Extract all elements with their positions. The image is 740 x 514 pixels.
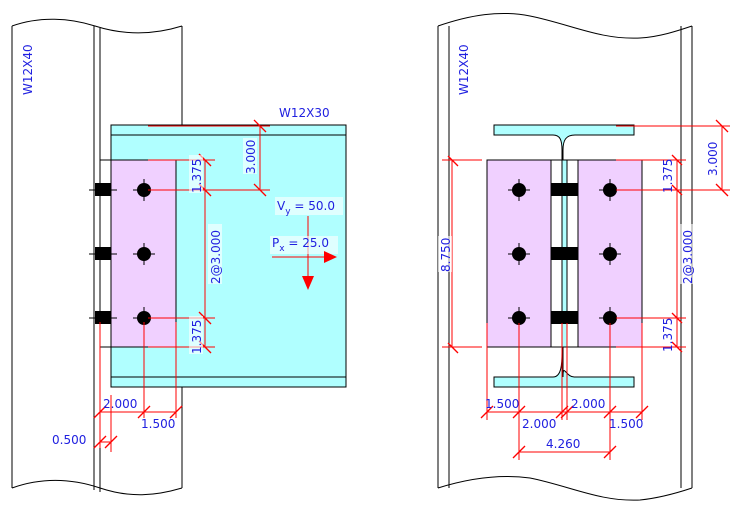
dim-label: 1.500 (485, 397, 519, 411)
column-break-top (437, 12, 693, 39)
bolt (599, 243, 621, 265)
dim-horizontal-end: 1.500 2.000 2.000 1.500 4.260 (480, 323, 649, 460)
dim-plate-top-edge: 1.375 (148, 153, 215, 347)
dim-label: 4.260 (546, 437, 580, 451)
beam-section (493, 124, 635, 388)
dim-label: 1.375 (661, 159, 675, 193)
arrow-right-icon (324, 251, 337, 263)
weld (551, 247, 578, 260)
load-px: Px = 25.0 (270, 236, 338, 263)
end-view: W12X40 8.750 (437, 12, 730, 501)
dim-top-to-bolt: 3.000 (148, 119, 270, 197)
dim-horizontal-side: 2.000 1.500 0.500 (52, 322, 183, 452)
dim-label: 1.375 (190, 320, 204, 354)
weld (551, 311, 578, 324)
dim-label: 1.500 (141, 417, 175, 431)
dim-label: 2.000 (571, 397, 605, 411)
load-vy: Vy = 50.0 (275, 197, 343, 290)
dim-label: 1.375 (190, 159, 204, 193)
column-break-top (11, 18, 183, 34)
dim-label: 2@3.000 (681, 230, 695, 284)
dim-top-to-bolt-end: 3.000 (616, 119, 730, 197)
column-break-bottom (437, 476, 693, 501)
bolt (599, 179, 621, 201)
dim-label: 3.000 (706, 142, 720, 176)
column-break-bottom (11, 480, 183, 496)
dim-plate-length: 8.750 (438, 155, 482, 354)
dim-label: 3.000 (244, 140, 258, 174)
dim-bolt-spacing-end: 2@3.000 (680, 224, 695, 284)
bolt (133, 243, 155, 265)
dim-label: 2.000 (103, 397, 137, 411)
beam-label: W12X30 (279, 106, 330, 120)
vy-label: Vy = 50.0 (277, 199, 335, 217)
bolt (508, 243, 530, 265)
column-label: W12X40 (457, 44, 471, 95)
dim-label: 1.375 (661, 318, 675, 352)
dim-bolt-spacing: 2@3.000 (208, 224, 223, 284)
dim-label: 0.500 (52, 433, 86, 447)
dim-label: 1.500 (609, 417, 643, 431)
bolt (508, 179, 530, 201)
dim-label: 2@3.000 (209, 230, 223, 284)
arrow-down-icon (302, 276, 314, 290)
dim-plate-top-edge-end: 1.375 (616, 154, 686, 347)
column-label: W12X40 (21, 44, 35, 95)
dim-label: 8.750 (439, 238, 453, 272)
side-view: W12X40 W12X30 3.000 (11, 18, 347, 496)
dim-label: 2.000 (522, 417, 556, 431)
px-label: Px = 25.0 (272, 236, 329, 254)
dim-plate-bottom-edge-end: 1.375 (616, 312, 686, 353)
dim-plate-bottom-edge: 1.375 (148, 311, 215, 354)
weld (551, 183, 578, 196)
